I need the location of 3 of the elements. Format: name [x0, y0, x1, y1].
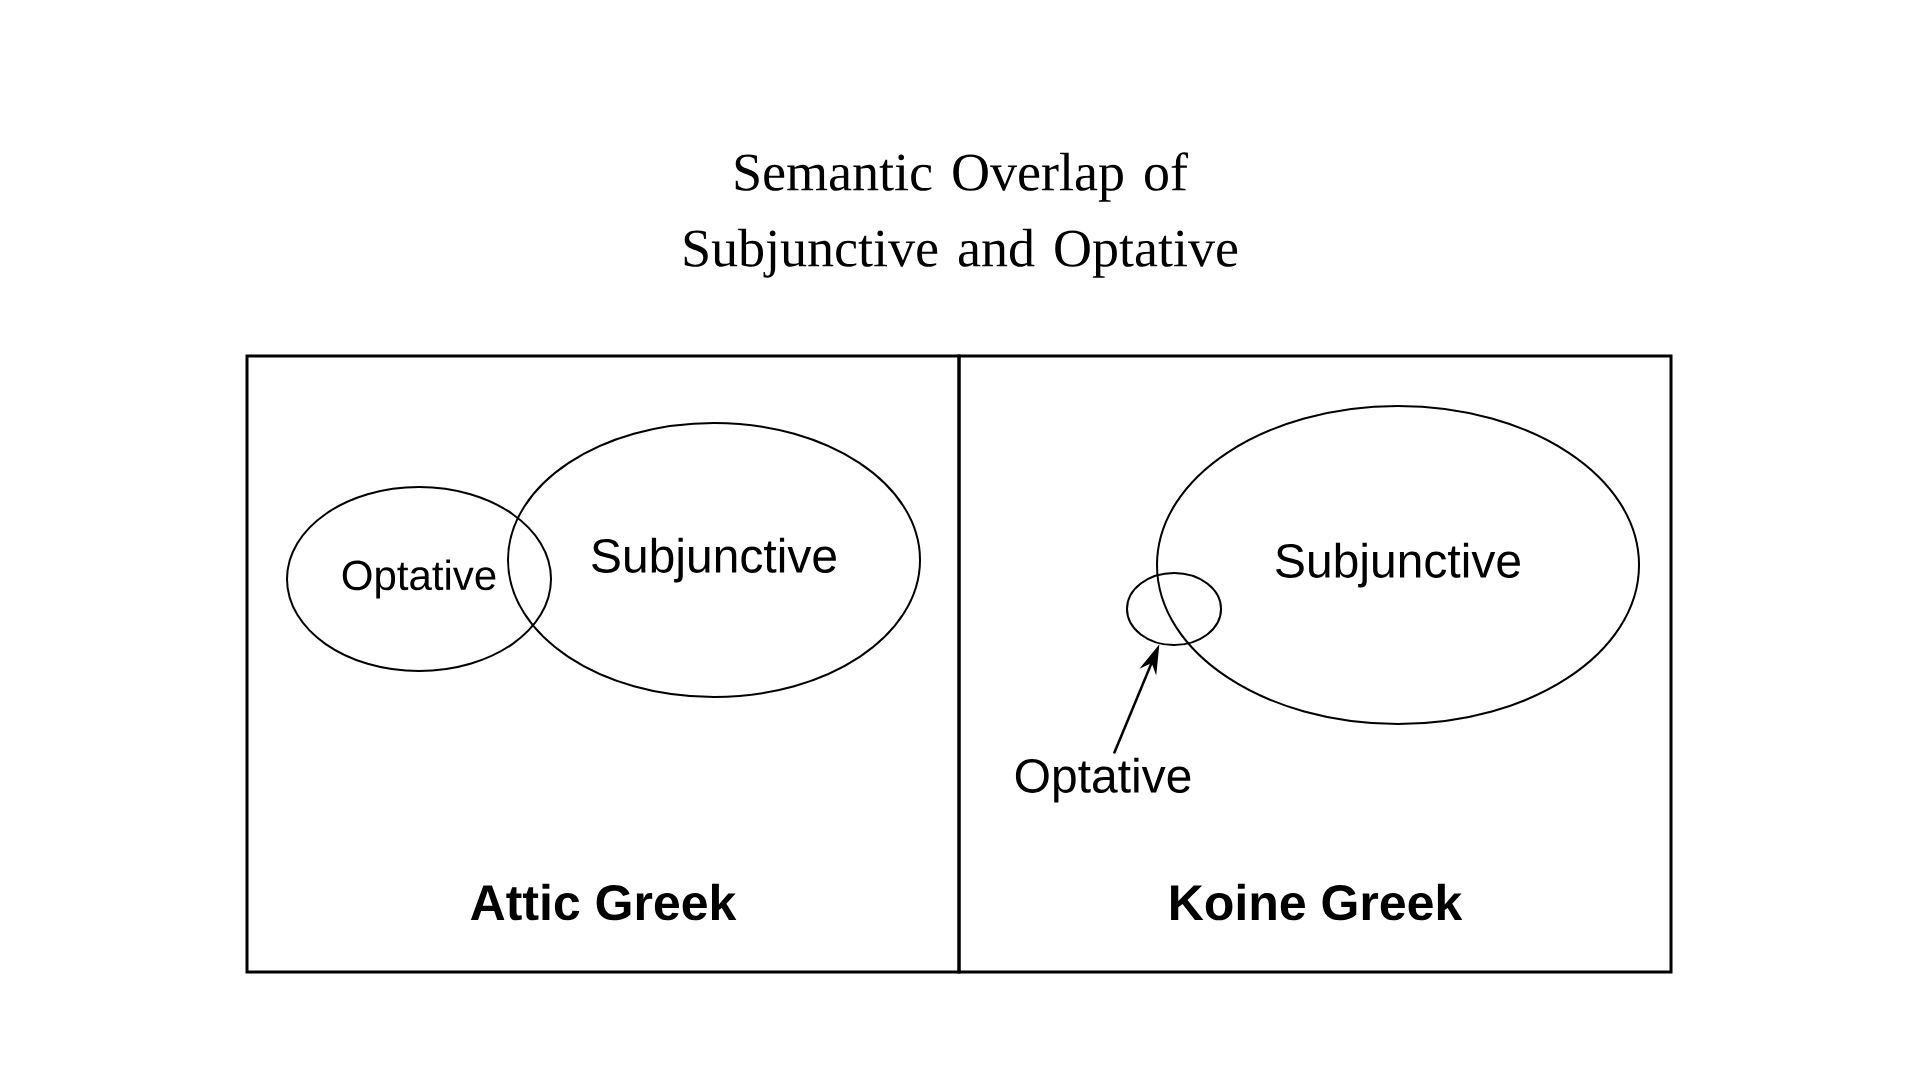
small-ellipse	[1126, 572, 1222, 646]
title: Semantic Overlap of Subjunctive and Optative	[684, 152, 1238, 278]
label-text: Optative	[1015, 757, 1191, 803]
